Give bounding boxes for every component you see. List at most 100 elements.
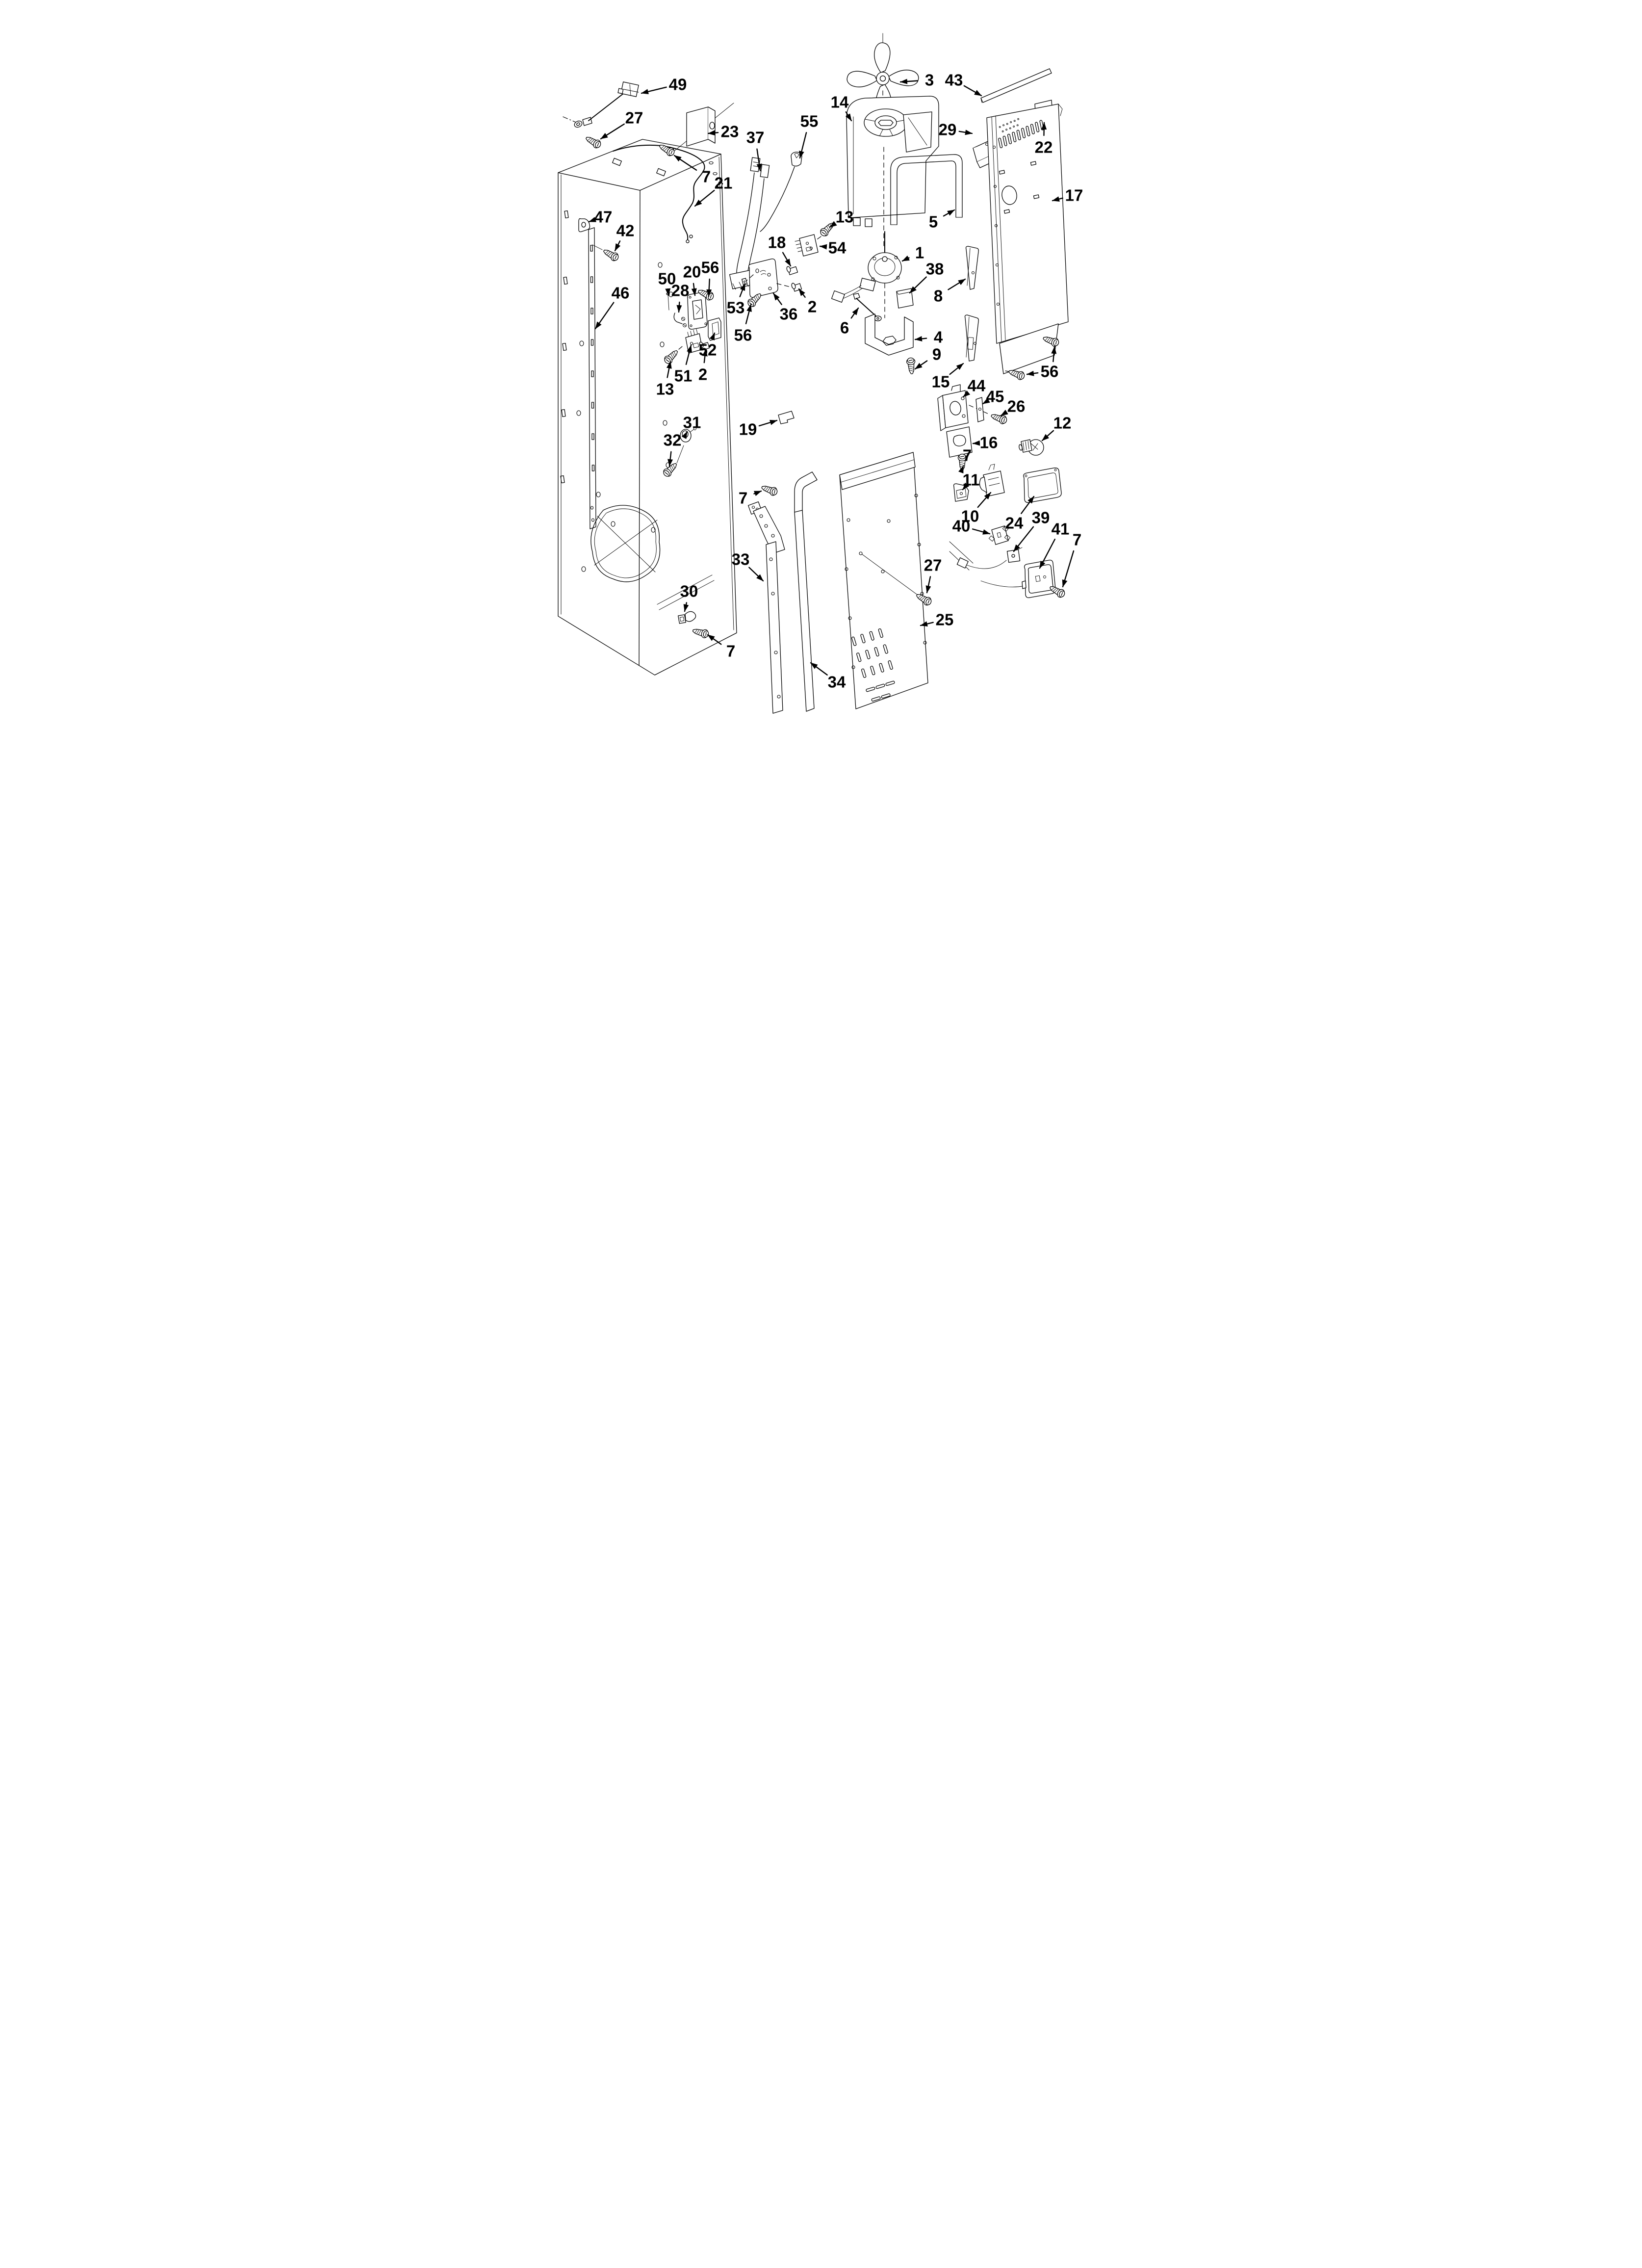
part-39-connector bbox=[949, 541, 1023, 571]
part-14-fan-shroud bbox=[846, 90, 939, 248]
callout-arrow-13a bbox=[666, 361, 672, 378]
callout-number-15: 15 bbox=[932, 373, 950, 391]
callout-number-6: 6 bbox=[840, 319, 849, 337]
callout-arrow-8 bbox=[948, 278, 966, 290]
part-16-gasket bbox=[946, 426, 973, 458]
part-23-bracket bbox=[672, 103, 734, 153]
callout-number-3: 3 bbox=[925, 71, 934, 89]
callout-number-53: 53 bbox=[727, 299, 745, 317]
callout-number-26: 26 bbox=[1007, 397, 1026, 416]
part-54-control-board bbox=[795, 220, 837, 257]
part-49-wire-lead bbox=[563, 81, 639, 128]
callout-number-17: 17 bbox=[1065, 186, 1083, 205]
callout-number-31: 31 bbox=[683, 414, 701, 432]
callout-arrow-40 bbox=[972, 528, 991, 535]
callout-number-14: 14 bbox=[831, 93, 849, 111]
part-6-link bbox=[853, 293, 882, 321]
callout-number-32: 32 bbox=[664, 431, 682, 449]
callout-arrow-41 bbox=[1039, 539, 1056, 569]
callout-number-42: 42 bbox=[616, 222, 635, 240]
callout-number-2b: 2 bbox=[808, 298, 817, 316]
part-10-lamp-socket bbox=[979, 464, 1005, 497]
part-45-bar bbox=[975, 397, 984, 422]
callout-arrow-27b bbox=[925, 576, 931, 594]
callout-number-7b: 7 bbox=[963, 446, 972, 465]
callout-number-33: 33 bbox=[732, 550, 750, 569]
callout-number-56c: 56 bbox=[1041, 363, 1059, 381]
callout-number-54: 54 bbox=[828, 239, 847, 257]
part-4-motor-bracket bbox=[865, 313, 914, 356]
exploded-parts-diagram: 4927237213755143432922175135418533625661… bbox=[539, 0, 1103, 778]
callout-arrow-27a bbox=[600, 123, 625, 140]
callout-arrow-5 bbox=[943, 209, 955, 217]
callout-arrow-2a bbox=[702, 348, 708, 364]
callout-number-41: 41 bbox=[1052, 520, 1070, 538]
part-36-cover-plate bbox=[745, 258, 793, 298]
callout-arrow-20 bbox=[691, 283, 697, 296]
callout-arrow-45 bbox=[982, 398, 990, 405]
callout-arrow-3 bbox=[899, 78, 919, 84]
part-42-screw bbox=[592, 244, 620, 263]
freezer-liner-cabinet bbox=[558, 139, 737, 676]
callout-arrow-14 bbox=[845, 111, 852, 122]
part-17-evaporator-cover-panel bbox=[986, 104, 1069, 374]
part-30-hook bbox=[678, 611, 696, 624]
callout-arrow-7c bbox=[753, 490, 762, 496]
callout-number-23: 23 bbox=[721, 123, 739, 141]
callout-arrow-17 bbox=[1052, 196, 1063, 202]
callout-number-20: 20 bbox=[683, 263, 701, 281]
callout-number-28: 28 bbox=[671, 282, 690, 300]
callout-arrow-7a bbox=[673, 155, 697, 171]
callout-arrow-54 bbox=[819, 244, 827, 250]
part-41-switch bbox=[980, 559, 1056, 599]
part-34-brace bbox=[794, 471, 818, 712]
callout-number-43: 43 bbox=[945, 71, 963, 89]
callout-number-38: 38 bbox=[926, 260, 944, 278]
callout-number-44: 44 bbox=[968, 377, 986, 395]
callout-number-52: 52 bbox=[699, 341, 717, 359]
part-1-fan-motor bbox=[831, 231, 902, 318]
callout-arrow-12 bbox=[1041, 430, 1054, 442]
callout-number-7e: 7 bbox=[1073, 531, 1081, 549]
callout-arrow-43 bbox=[963, 85, 982, 97]
part-19-label bbox=[778, 411, 795, 424]
callout-arrow-53 bbox=[739, 283, 746, 297]
callout-arrow-38 bbox=[909, 276, 927, 294]
callout-arrow-32 bbox=[667, 451, 673, 467]
callout-number-12: 12 bbox=[1053, 414, 1072, 432]
part-24-lamp-lens bbox=[1023, 467, 1062, 503]
callout-number-16: 16 bbox=[980, 434, 998, 452]
callout-arrow-15 bbox=[949, 363, 964, 375]
callout-number-2a: 2 bbox=[698, 365, 707, 384]
callout-number-39: 39 bbox=[1032, 509, 1050, 527]
callout-number-18: 18 bbox=[768, 234, 786, 252]
part-52-bracket bbox=[708, 317, 721, 341]
callout-number-7c: 7 bbox=[739, 489, 747, 507]
callout-arrow-44 bbox=[962, 390, 971, 398]
part-13-screw-a bbox=[662, 344, 685, 366]
part-46-mounting-rail bbox=[588, 227, 596, 529]
callout-arrow-56c2 bbox=[1051, 346, 1057, 363]
callout-number-9: 9 bbox=[932, 345, 941, 364]
callout-number-1: 1 bbox=[915, 244, 924, 262]
callout-number-5: 5 bbox=[929, 213, 938, 231]
callout-arrow-2b bbox=[798, 288, 806, 298]
callout-number-50: 50 bbox=[658, 270, 676, 288]
callout-number-21: 21 bbox=[715, 174, 733, 192]
callout-number-30: 30 bbox=[680, 582, 698, 600]
callout-number-29: 29 bbox=[939, 121, 957, 139]
callout-number-8: 8 bbox=[934, 287, 943, 305]
callout-arrow-7d bbox=[707, 634, 722, 645]
callout-number-47: 47 bbox=[594, 208, 613, 226]
callout-number-45: 45 bbox=[986, 388, 1004, 406]
callout-number-10: 10 bbox=[961, 507, 979, 525]
callout-arrow-56a bbox=[706, 278, 712, 297]
callout-number-55: 55 bbox=[800, 112, 819, 130]
callout-number-13b: 13 bbox=[836, 208, 854, 226]
part-55-sensor bbox=[760, 152, 802, 232]
callout-number-56a: 56 bbox=[701, 259, 719, 277]
callout-arrow-30 bbox=[683, 602, 689, 612]
callout-arrow-52 bbox=[709, 332, 716, 341]
